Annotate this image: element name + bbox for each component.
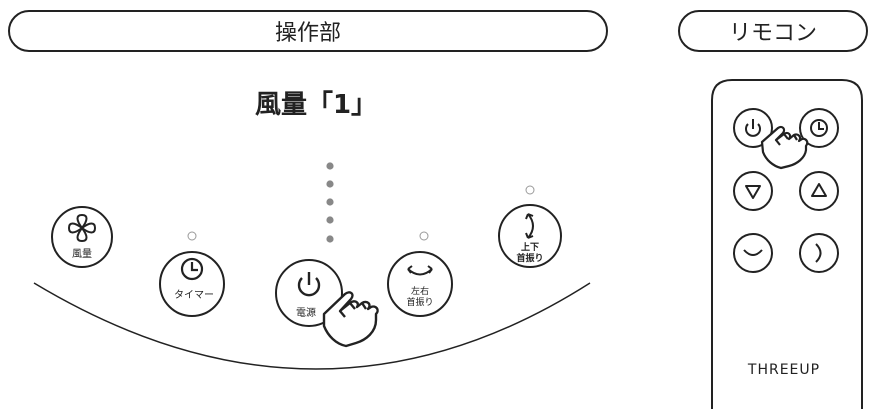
pointing-hand-icon bbox=[322, 291, 379, 348]
vertical-swing-button[interactable]: 上下 首振り bbox=[498, 204, 562, 268]
timer-led bbox=[187, 231, 197, 241]
vertical-swing-led bbox=[525, 185, 535, 195]
control-panel-header-label: 操作部 bbox=[274, 21, 341, 46]
pointing-hand-icon bbox=[760, 125, 809, 170]
power-icon bbox=[297, 272, 321, 297]
remote-brand-label: THREEUP bbox=[747, 362, 821, 378]
fan-icon bbox=[67, 213, 97, 243]
vertical-swing-label-2: 首振り bbox=[516, 252, 543, 264]
remote-power-button[interactable] bbox=[733, 108, 773, 148]
panel-outline bbox=[33, 282, 591, 370]
timer-button[interactable]: タイマー bbox=[159, 251, 225, 317]
left-right-swing-icon bbox=[407, 265, 433, 276]
speed-dot-2 bbox=[326, 216, 334, 224]
remote-horizontal-swing-button[interactable] bbox=[733, 233, 773, 273]
remote-timer-button[interactable] bbox=[799, 108, 839, 148]
timer-label: タイマー bbox=[174, 289, 214, 301]
remote-down-button[interactable] bbox=[733, 171, 773, 211]
remote-vertical-swing-button[interactable] bbox=[799, 233, 839, 273]
power-icon bbox=[745, 119, 761, 137]
horizontal-swing-led bbox=[419, 231, 429, 241]
power-button[interactable]: 電源 bbox=[275, 259, 343, 327]
fan-speed-button[interactable]: 風量 bbox=[51, 206, 113, 268]
speed-dot-3 bbox=[326, 198, 334, 206]
horizontal-swing-label-2: 首振り bbox=[406, 296, 433, 308]
horizontal-swing-button[interactable]: 左右 首振り bbox=[387, 251, 453, 317]
control-panel-header: 操作部 bbox=[8, 10, 608, 52]
speed-dot-5 bbox=[326, 162, 334, 170]
clock-icon bbox=[810, 119, 828, 137]
remote-header: リモコン bbox=[678, 10, 868, 52]
triangle-up-icon bbox=[811, 183, 827, 197]
up-down-swing-icon bbox=[815, 243, 822, 263]
speed-indicator-dots bbox=[326, 162, 334, 243]
up-down-swing-icon bbox=[525, 213, 534, 239]
triangle-down-icon bbox=[745, 185, 761, 199]
mode-label: 風量「1」 bbox=[254, 90, 378, 120]
remote-up-button[interactable] bbox=[799, 171, 839, 211]
remote-control bbox=[711, 79, 863, 409]
left-right-swing-icon bbox=[743, 249, 763, 256]
remote-header-label: リモコン bbox=[728, 21, 817, 46]
speed-dot-4 bbox=[326, 180, 334, 188]
horizontal-swing-label-1: 左右 bbox=[411, 285, 429, 297]
fan-speed-label: 風量 bbox=[72, 248, 92, 260]
speed-dot-1 bbox=[326, 235, 334, 243]
vertical-swing-label-1: 上下 bbox=[521, 241, 539, 253]
power-label: 電源 bbox=[296, 306, 316, 319]
clock-icon bbox=[180, 257, 204, 281]
